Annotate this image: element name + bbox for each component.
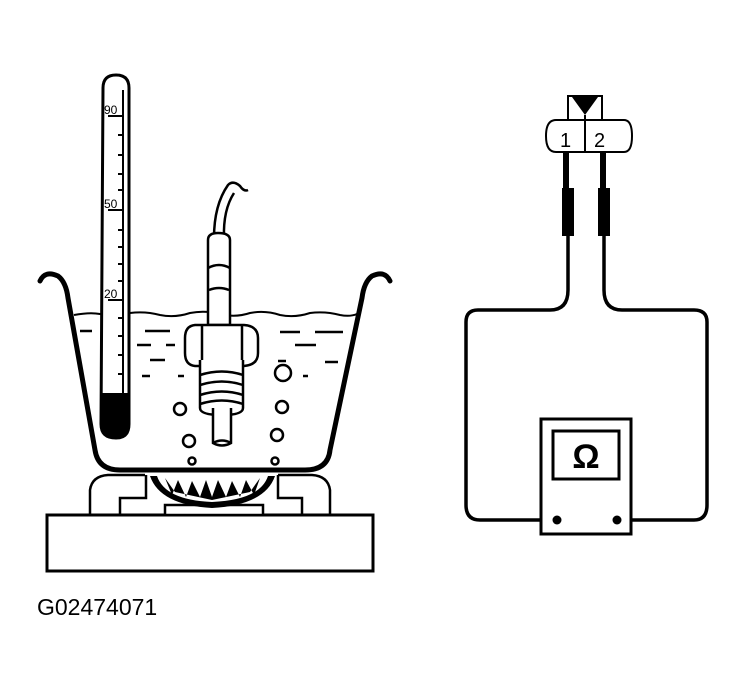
thermometer-bulb — [102, 393, 129, 437]
probe-tip-left — [562, 188, 574, 236]
thermometer-label-50: 50 — [104, 197, 118, 211]
water-ripples — [80, 329, 343, 378]
sensor-connector: 1 2 — [544, 95, 634, 153]
probe-leads — [464, 152, 709, 522]
temperature-sensor — [183, 181, 260, 447]
figure-id-label: G02474071 — [37, 594, 158, 620]
pot — [37, 271, 393, 473]
ohm-symbol-icon: Ω — [572, 438, 599, 476]
ohmmeter-display — [551, 429, 621, 481]
ohmmeter-terminal-right — [612, 515, 622, 525]
thermometer-label-20: 20 — [104, 287, 118, 301]
thermometer-label-90: 90 — [104, 103, 118, 117]
bubbles — [172, 363, 293, 466]
ohmmeter-terminal-left — [552, 515, 562, 525]
probe-tip-right — [598, 188, 610, 236]
burner-flame-icon — [150, 476, 275, 508]
connector-triangle-icon — [572, 97, 598, 115]
thermometer: 90 50 20 — [99, 73, 131, 440]
heating-setup: 90 50 20 — [37, 73, 393, 573]
connector-pin-2: 2 — [594, 130, 605, 152]
ohmmeter-circuit: 1 2 Ω — [464, 95, 709, 536]
connector-pin-1: 1 — [560, 130, 571, 152]
stove-base — [45, 513, 375, 573]
ohmmeter: Ω — [539, 417, 633, 536]
